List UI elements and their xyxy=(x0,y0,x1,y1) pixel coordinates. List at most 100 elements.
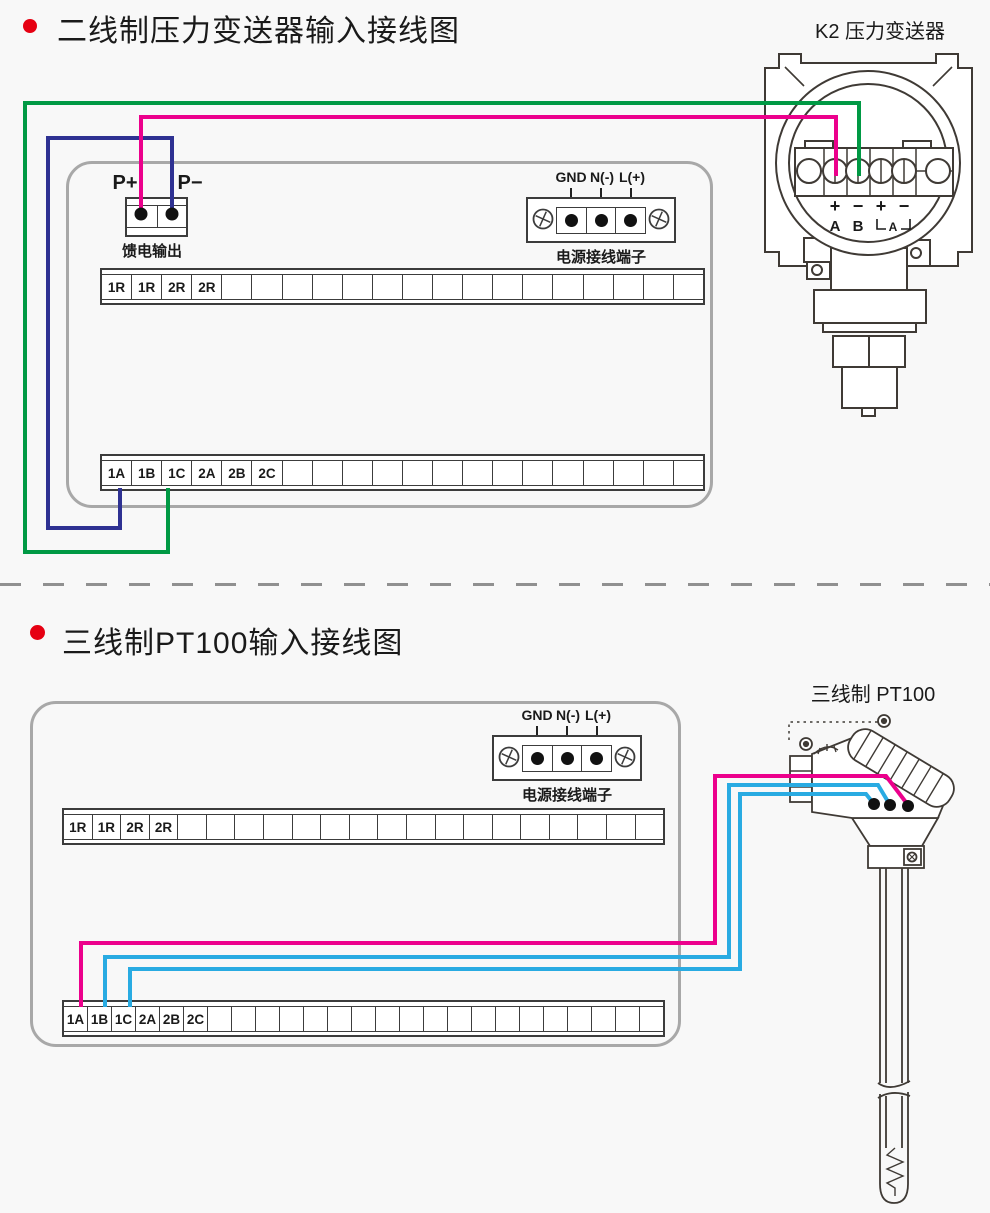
terminal-cell-empty xyxy=(433,275,464,299)
terminal-cell-2R: 2R xyxy=(150,815,179,839)
power-caption-1: 电源接线端子 xyxy=(555,249,646,266)
terminal-cell-1B: 1B xyxy=(88,1007,112,1031)
terminal-cell-2R: 2R xyxy=(121,815,150,839)
input-strip-1: 1A 1B 1C 2A 2B 2C xyxy=(100,454,705,491)
terminal-cell-1R: 1R xyxy=(93,815,122,839)
rtd-resistor-icon xyxy=(885,1147,905,1196)
terminal-cell-empty xyxy=(424,1007,448,1031)
terminal-cell-empty xyxy=(674,461,703,485)
mount-bracket-left-lower xyxy=(806,261,831,280)
terminal-cell-empty xyxy=(304,1007,328,1031)
cap-chain-dotted xyxy=(788,721,884,742)
terminal-cell-empty xyxy=(313,461,343,485)
terminal-cell-empty xyxy=(644,461,674,485)
p-plus-label: P+ xyxy=(112,172,138,194)
transmitter-flange xyxy=(813,289,927,324)
terminal-cell-1R: 1R xyxy=(64,815,93,839)
terminal-a-label: A xyxy=(830,218,841,235)
mount-bracket-left xyxy=(803,237,833,263)
cell-label: 1A xyxy=(66,1011,85,1027)
terminal-cell-empty xyxy=(584,461,614,485)
chain-eyelet-icon xyxy=(802,740,810,748)
cell-label: 2B xyxy=(228,465,246,481)
terminal-cell-1R: 1R xyxy=(102,275,133,299)
transmitter-terminal-strip xyxy=(794,147,954,197)
cell-label: 2C xyxy=(258,465,276,481)
terminal-cell-empty xyxy=(378,815,407,839)
terminal-cell-empty xyxy=(433,461,464,485)
screw-icon xyxy=(498,746,520,768)
strip-cells: 1A 1B 1C 2A 2B 2C xyxy=(102,461,703,485)
screw-icon xyxy=(822,158,848,184)
terminal-cell-empty xyxy=(373,275,403,299)
strip-cells: 1A 1B 1C 2A 2B 2C xyxy=(64,1007,663,1031)
pt100-sensor-drawing xyxy=(788,714,955,1204)
pt100-label: 三线制 PT100 xyxy=(810,684,936,706)
probe-inner-lines xyxy=(885,1096,903,1148)
terminal-cell-empty xyxy=(463,275,494,299)
relay-strip-1: 1R 1R 2R 2R xyxy=(100,268,705,305)
terminal-cell-empty xyxy=(493,275,524,299)
power-cell-gnd xyxy=(557,208,587,233)
polarity-label: + xyxy=(830,196,841,216)
input-strip-2: 1A 1B 1C 2A 2B 2C xyxy=(62,1000,665,1037)
terminal-a-bracket xyxy=(876,219,911,230)
gnd-terminal-dot xyxy=(564,214,578,227)
terminal-cell-empty xyxy=(280,1007,304,1031)
terminal-cell-empty xyxy=(493,815,522,839)
cell-label: 2R xyxy=(126,819,144,835)
polarity-label: − xyxy=(899,196,910,216)
screw-icon xyxy=(891,158,917,184)
head-crown-detail xyxy=(813,744,839,755)
strip-rail xyxy=(64,839,663,843)
power-terminal-block-2 xyxy=(492,735,642,781)
strip-cells: 1R 1R 2R 2R xyxy=(102,275,703,299)
stem-break-marks xyxy=(877,1080,911,1099)
strip-cells: 1R 1R 2R 2R xyxy=(64,815,663,839)
terminal-cell-2B: 2B xyxy=(160,1007,184,1031)
screw-icon xyxy=(845,158,871,184)
terminal-cell-empty xyxy=(521,815,550,839)
cell-label: 1B xyxy=(138,465,156,481)
probe-stem xyxy=(879,856,909,1083)
terminal-cell-empty xyxy=(523,461,554,485)
feed-block-top-band xyxy=(127,199,186,206)
cell-label: 1R xyxy=(107,279,126,295)
terminal-cell-1A: 1A xyxy=(64,1007,88,1031)
transmitter-terminal-labels: + − + − A B A xyxy=(830,196,910,235)
terminal-cell-2C: 2C xyxy=(252,461,283,485)
terminal-cell-empty xyxy=(256,1007,280,1031)
terminal-cell-empty xyxy=(321,815,350,839)
terminal-tab-right xyxy=(902,140,932,164)
terminal-cell-empty xyxy=(252,275,283,299)
terminal-cell-empty xyxy=(448,1007,472,1031)
feed-output-caption: 馈电输出 xyxy=(122,243,183,260)
transmitter-face-inner xyxy=(788,83,948,243)
cell-label: 2A xyxy=(198,465,216,481)
screw-icon xyxy=(868,158,894,184)
n-label-2: N(-) xyxy=(555,707,581,723)
gnd-terminal-dot xyxy=(530,752,544,765)
terminal-cell-empty xyxy=(264,815,293,839)
polarity-label: − xyxy=(853,196,864,216)
clamp-screw-box xyxy=(903,848,922,866)
pt100-terminal-dot xyxy=(902,800,914,812)
transmitter-face-outer xyxy=(775,70,961,256)
terminal-cell-1C: 1C xyxy=(112,1007,136,1031)
transmitter-hex-nut xyxy=(832,335,906,368)
hex-bands xyxy=(790,770,812,788)
terminal-cell-empty xyxy=(376,1007,400,1031)
bracket-a-label: A xyxy=(889,220,898,234)
transmitter-tip xyxy=(861,407,876,417)
power-cell-n xyxy=(553,746,583,771)
power-cell-l xyxy=(582,746,611,771)
strip-end-hole xyxy=(796,158,822,184)
terminal-cell-2B: 2B xyxy=(222,461,253,485)
transmitter-label: K2 压力变送器 xyxy=(814,21,946,43)
terminal-cell-empty xyxy=(464,815,493,839)
terminal-cell-empty xyxy=(403,461,434,485)
terminal-strip-dividers xyxy=(823,148,917,196)
cell-label: 2A xyxy=(138,1011,157,1027)
terminal-cell-empty xyxy=(496,1007,520,1031)
